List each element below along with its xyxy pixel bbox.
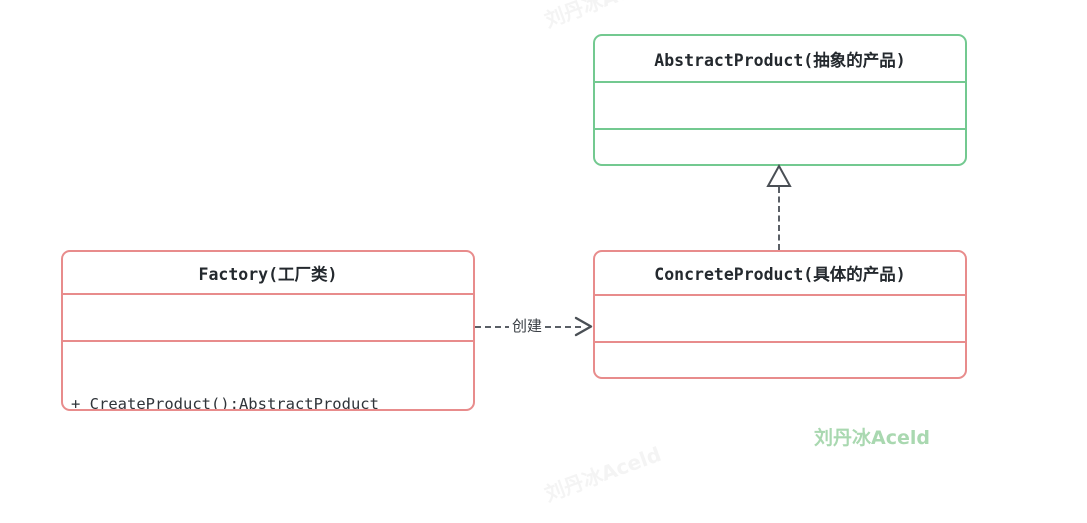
class-attributes-factory: [63, 295, 473, 340]
class-divider: [595, 128, 965, 130]
class-divider: [63, 293, 473, 295]
class-attributes-abstract-product: [595, 83, 965, 128]
background-watermark-bottom: 刘丹冰Aceld: [541, 442, 665, 507]
class-box-factory[interactable]: Factory(工厂类) + CreateProduct():AbstractP…: [61, 250, 475, 411]
realization-connector-line: [778, 187, 780, 250]
class-divider: [595, 341, 965, 343]
class-divider: [595, 81, 965, 83]
class-box-concrete-product[interactable]: ConcreteProduct(具体的产品) + AnOperation1() …: [593, 250, 967, 379]
class-title-abstract-product: AbstractProduct(抽象的产品): [654, 50, 906, 70]
method-signature: + CreateProduct():AbstractProduct: [71, 395, 379, 411]
class-methods-factory: + CreateProduct():AbstractProduct //生产产品…: [63, 342, 473, 411]
hollow-triangle-icon: [766, 164, 792, 187]
class-divider: [595, 294, 965, 296]
method-line: + CreateProduct():AbstractProduct: [71, 393, 465, 411]
class-title-factory: Factory(工厂类): [198, 264, 338, 284]
class-attributes-concrete-product: [595, 296, 965, 341]
open-arrow-icon: [574, 316, 593, 337]
class-box-abstract-product[interactable]: AbstractProduct(抽象的产品) + AnOperation1() …: [593, 34, 967, 166]
class-title-concrete-product: ConcreteProduct(具体的产品): [654, 265, 906, 284]
author-watermark: 刘丹冰Aceld: [814, 427, 930, 449]
class-methods-abstract-product: + AnOperation1() //产品的某方法: [595, 130, 965, 164]
background-watermark-top: 刘丹冰Aceld: [541, 0, 665, 33]
connector-label-create: 创建: [509, 315, 546, 336]
class-methods-concrete-product: + AnOperation1() //产品的某方法: [595, 343, 965, 377]
class-divider: [63, 340, 473, 342]
